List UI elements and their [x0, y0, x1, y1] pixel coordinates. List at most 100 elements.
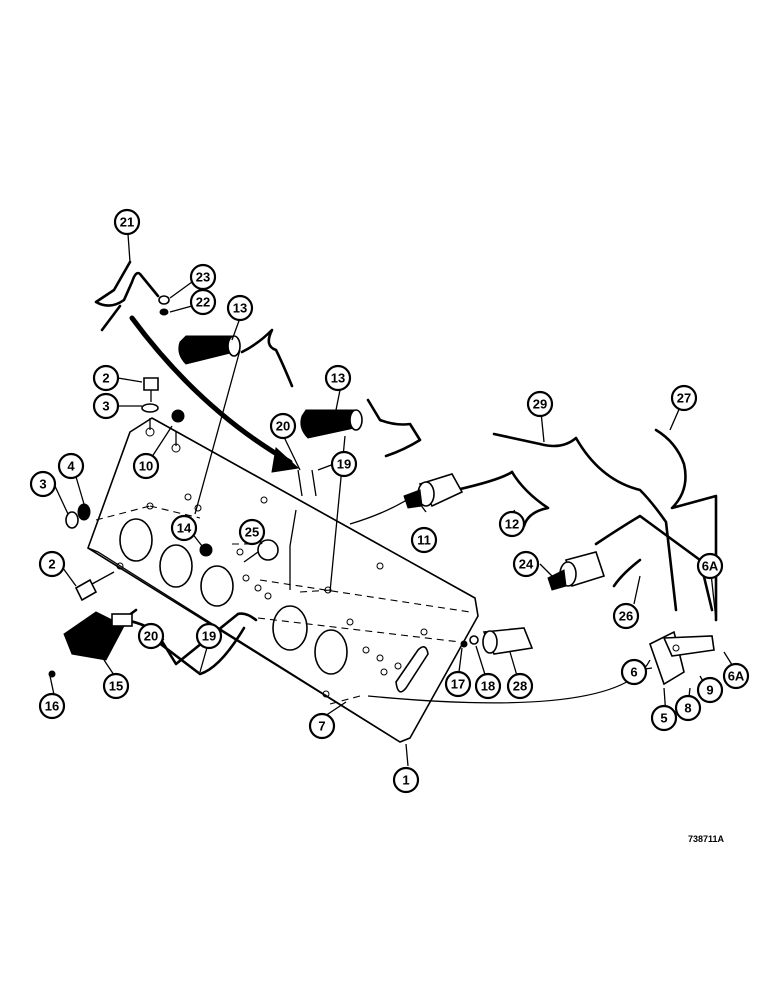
callout-13: 13	[324, 364, 352, 392]
callout-circle	[512, 550, 540, 578]
callout-10: 10	[132, 452, 160, 480]
callout-circle	[410, 526, 438, 554]
callout-label: 13	[233, 301, 247, 316]
callout-circle	[620, 658, 648, 686]
callout-circle	[92, 364, 120, 392]
callout-label: 16	[45, 699, 59, 714]
callout-label: 2	[102, 371, 109, 386]
callout-23: 23	[189, 263, 217, 291]
callout-circle	[92, 392, 120, 420]
callout-28: 28	[506, 672, 534, 700]
callout-16: 16	[38, 692, 66, 720]
bolt-2a	[143, 377, 159, 391]
callout-circle	[170, 514, 198, 542]
callout-label: 1	[402, 773, 409, 788]
callout-2: 2	[38, 550, 66, 578]
callout-24: 24	[512, 550, 540, 578]
callout-circle	[226, 294, 254, 322]
callout-circle	[132, 452, 160, 480]
bolt-2b	[74, 578, 98, 602]
callout-circle	[526, 390, 554, 418]
callout-3: 3	[29, 470, 57, 498]
wiring-harness	[94, 260, 718, 676]
callout-7: 7	[308, 712, 336, 740]
callout-13: 13	[226, 294, 254, 322]
callout-6: 6	[620, 658, 648, 686]
callout-20: 20	[269, 412, 297, 440]
callout-circle	[696, 676, 724, 704]
callout-label: 23	[196, 270, 210, 285]
callout-circle	[38, 692, 66, 720]
module-15	[63, 611, 133, 661]
callout-label: 19	[337, 457, 351, 472]
callout-3: 3	[92, 392, 120, 420]
callout-label: 11	[417, 533, 431, 548]
callout-14: 14	[170, 514, 198, 542]
callout-label: 28	[513, 679, 527, 694]
callout-label: 8	[684, 701, 691, 716]
callout-label: 29	[533, 397, 547, 412]
callout-circle	[506, 672, 534, 700]
callout-circle	[650, 704, 678, 732]
callout-circle	[195, 622, 223, 650]
sender-28	[482, 627, 534, 655]
callout-label: 10	[139, 459, 153, 474]
callout-label: 15	[109, 679, 123, 694]
callout-circle	[670, 384, 698, 412]
lamp-13b	[300, 409, 363, 439]
callout-label: 3	[102, 399, 109, 414]
callout-label: 18	[481, 679, 495, 694]
callout-circle	[324, 364, 352, 392]
callout-26: 26	[612, 602, 640, 630]
callout-label: 5	[660, 711, 667, 726]
callout-circle	[392, 766, 420, 794]
callout-6A: 6A	[696, 552, 724, 580]
grommet-10	[171, 409, 185, 423]
callout-circle	[308, 712, 336, 740]
figure-reference-code: 738711A	[688, 834, 725, 844]
callout-17: 17	[444, 670, 472, 698]
callout-8: 8	[674, 694, 702, 722]
callout-label: 22	[196, 295, 210, 310]
callout-circle	[474, 672, 502, 700]
callout-label: 7	[318, 719, 325, 734]
callout-circle	[189, 263, 217, 291]
callout-18: 18	[474, 672, 502, 700]
callout-label: 14	[177, 521, 192, 536]
callout-label: 2	[48, 557, 55, 572]
nut-4	[77, 503, 91, 521]
callout-21: 21	[113, 208, 141, 236]
callout-11: 11	[410, 526, 438, 554]
callout-25: 25	[238, 518, 266, 546]
callout-circle	[57, 452, 85, 480]
callout-label: 27	[677, 391, 691, 406]
callout-label: 20	[144, 629, 158, 644]
callout-22: 22	[189, 288, 217, 316]
callout-label: 20	[276, 419, 290, 434]
callout-circle	[722, 662, 750, 690]
callout-label: 19	[202, 629, 216, 644]
instrument-panel	[87, 417, 479, 743]
callout-12: 12	[498, 510, 526, 538]
callout-1: 1	[392, 766, 420, 794]
callout-label: 9	[706, 683, 713, 698]
callout-label: 17	[451, 677, 465, 692]
callout-circle	[498, 510, 526, 538]
lamp-13a	[178, 335, 241, 365]
callout-circle	[137, 622, 165, 650]
callout-label: 12	[505, 517, 519, 532]
callout-circle	[38, 550, 66, 578]
callout-6A: 6A	[722, 662, 750, 690]
washer-3a	[141, 403, 159, 413]
connector-25	[243, 539, 279, 563]
callout-circle	[674, 694, 702, 722]
callout-19: 19	[330, 450, 358, 478]
callout-circle	[330, 450, 358, 478]
callout-circle	[269, 412, 297, 440]
callout-label: 25	[245, 525, 259, 540]
callout-circle	[612, 602, 640, 630]
switch-11	[403, 473, 464, 509]
callout-label: 3	[39, 477, 46, 492]
